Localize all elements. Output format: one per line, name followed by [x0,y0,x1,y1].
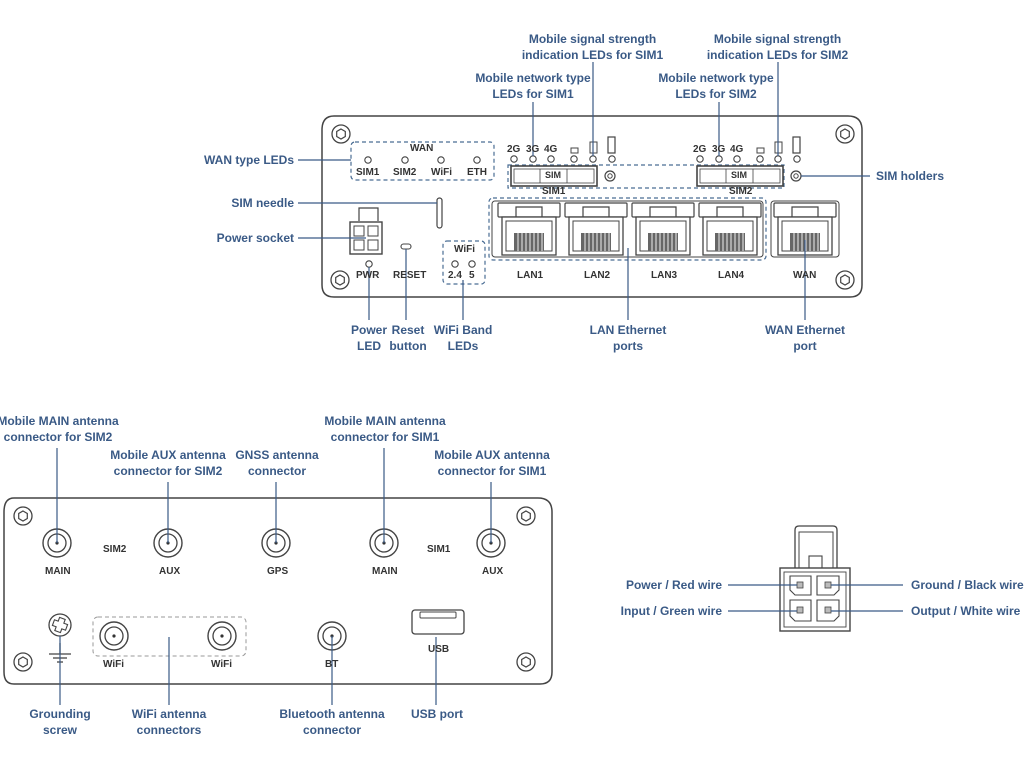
sim-slot-label: SIM [545,170,562,180]
wan-led-label: WiFi [431,167,453,178]
wan-led-label: SIM1 [356,167,380,178]
pin-output [824,606,832,614]
sim-slot-label: SIM [731,170,748,180]
wan-port-label: WAN [793,270,817,281]
callout-sim-needle: SIM needle [231,196,294,210]
power-connector [779,525,851,632]
wan-led-label: SIM2 [393,167,417,178]
bt-label: BT [325,659,339,670]
connector-label: MAIN [45,566,71,577]
sim-needle [436,197,443,229]
front-callout-lines [298,62,870,320]
callout-power-red-wire: Power / Red wire [625,578,722,592]
callout-ground-black-wire: Ground / Black wire [911,578,1024,592]
callout-power-socket: Power socket [216,231,294,245]
callout-input-green-wire: Input / Green wire [620,604,722,618]
callout-sim-holders: SIM holders [876,169,945,183]
sim1-label: SIM1 [542,186,566,197]
connector-label: GPS [267,566,289,577]
back-panel [3,497,553,685]
wifi-antenna-group [92,616,247,657]
lan-port-label: LAN3 [651,270,678,281]
sim1-eject-button [604,170,616,182]
usb-label: USB [428,644,450,655]
back-callout-lines [56,448,492,705]
callout-output-white-wire: Output / White wire [911,604,1021,618]
sim-holders-group [507,164,785,189]
connector-label: AUX [159,566,181,577]
net-led-label: 3G [526,144,540,155]
net-led-label: 2G [507,144,521,155]
net-led-label: 4G [544,144,558,155]
net-led-label: 2G [693,144,707,155]
reset-label: RESET [393,270,427,281]
lan-port-label: LAN4 [718,270,745,281]
lan-port-label: LAN1 [517,270,544,281]
callout-wan-type-leds: WAN type LEDs [203,153,294,167]
wifi-connector-label: WiFi [103,659,125,670]
sim1-group-label: SIM1 [427,544,451,555]
power-callout-lines [728,584,903,612]
wifi-band-label: 5 [469,270,475,281]
sim2-group-label: SIM2 [103,544,127,555]
wan-led-label: ETH [467,167,487,178]
callout-usb-port: USB port [411,707,463,721]
wifi-connector-label: WiFi [211,659,233,670]
net-led-label: 3G [712,144,726,155]
wifi-band-label: 2.4 [448,270,462,281]
wan-led-group [350,141,495,181]
pwr-label: PWR [356,270,380,281]
connector-label: MAIN [372,566,398,577]
wan-box-title: WAN [410,143,434,154]
wifi-led-group [442,240,486,285]
usb-port [411,609,465,635]
wifi-box-title: WiFi [454,244,476,255]
sim2-label: SIM2 [729,186,753,197]
net-led-label: 4G [730,144,744,155]
lan-port-label: LAN2 [584,270,611,281]
pin-input [796,606,804,614]
connector-label: AUX [482,566,504,577]
